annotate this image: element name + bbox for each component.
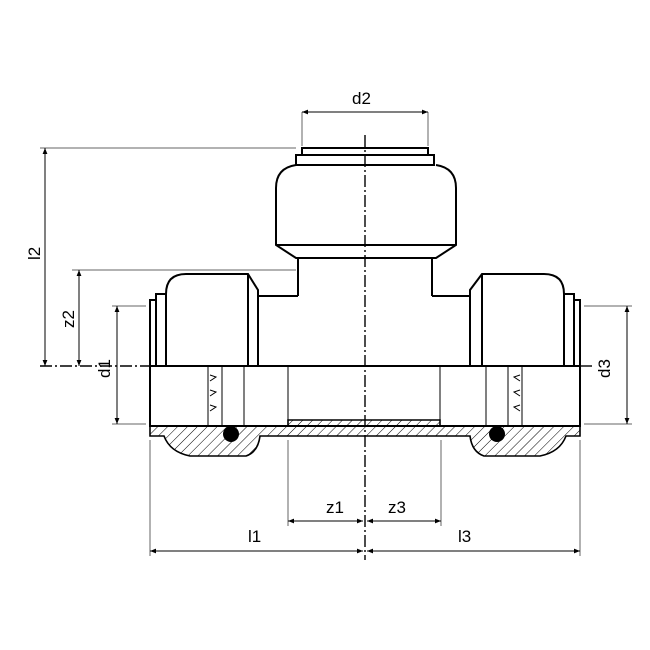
label-z1: z1 [326,498,344,517]
label-d2: d2 [352,89,371,108]
top-branch [275,147,457,296]
label-l2: l2 [25,247,44,260]
right-nut [469,273,581,367]
tee-body [257,295,471,366]
label-z2: z2 [59,310,78,328]
o-ring-left [223,426,239,442]
extension-lines [40,112,632,556]
label-l3: l3 [458,527,471,546]
o-ring-right [489,426,505,442]
label-z3: z3 [388,498,406,517]
label-d1: d1 [95,359,114,378]
section-view [149,365,581,457]
left-nut [149,273,259,367]
label-l1: l1 [248,527,261,546]
label-d3: d3 [595,359,614,378]
dimension-lines [42,109,630,554]
